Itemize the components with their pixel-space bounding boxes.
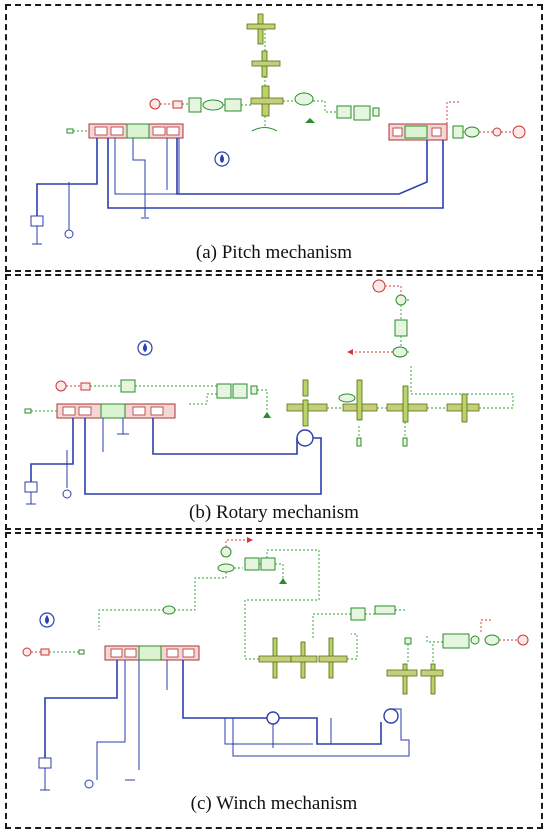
winch-schematic (22, 537, 529, 791)
winch-mid-chain (312, 605, 405, 638)
winch-input-chain (22, 605, 176, 657)
tank-icon (24, 481, 72, 505)
caption-pitch: (a) Pitch mechanism (195, 242, 353, 263)
gear-column (246, 13, 315, 132)
sensor-stack-top (347, 279, 411, 358)
tank-icon (38, 757, 94, 791)
hydraulic-motor-icon (266, 708, 399, 725)
tank-icon (30, 215, 74, 245)
rotary-input-chain (55, 379, 271, 418)
oil-drop-icon (39, 612, 55, 628)
caption-rotary: (b) Rotary mechanism (189, 502, 359, 523)
oil-drop-icon (214, 151, 230, 167)
sensor-chain-right (446, 101, 526, 139)
gear-train-right (386, 637, 444, 695)
hydraulic-lines (36, 138, 444, 232)
panel-winch-mechanism: (c) Winch mechanism (5, 532, 543, 829)
directional-valve-block-right (388, 123, 448, 141)
oil-drop-icon (137, 340, 153, 356)
directional-valve-block-left (66, 123, 184, 139)
gauge-icon (512, 125, 526, 139)
panel-rotary-mechanism: (b) Rotary mechanism (5, 274, 543, 530)
hydraulic-motor-icon (296, 429, 314, 447)
hydraulic-lines (30, 418, 322, 495)
directional-valve-block (24, 403, 176, 419)
winch-top-chain (98, 537, 320, 634)
rotary-schematic (24, 279, 514, 505)
hydraulic-lines (44, 660, 410, 781)
pitch-output-chain (313, 100, 380, 121)
sensor-chain-right (426, 619, 529, 649)
caption-winch: (c) Winch mechanism (190, 793, 358, 814)
pitch-input-chain (149, 97, 251, 113)
pitch-schematic (30, 13, 526, 245)
panel-pitch-mechanism: (a) Pitch mechanism (5, 4, 543, 272)
directional-valve-block (104, 645, 200, 661)
gear-train-left (244, 633, 358, 679)
gear-train (286, 366, 514, 447)
